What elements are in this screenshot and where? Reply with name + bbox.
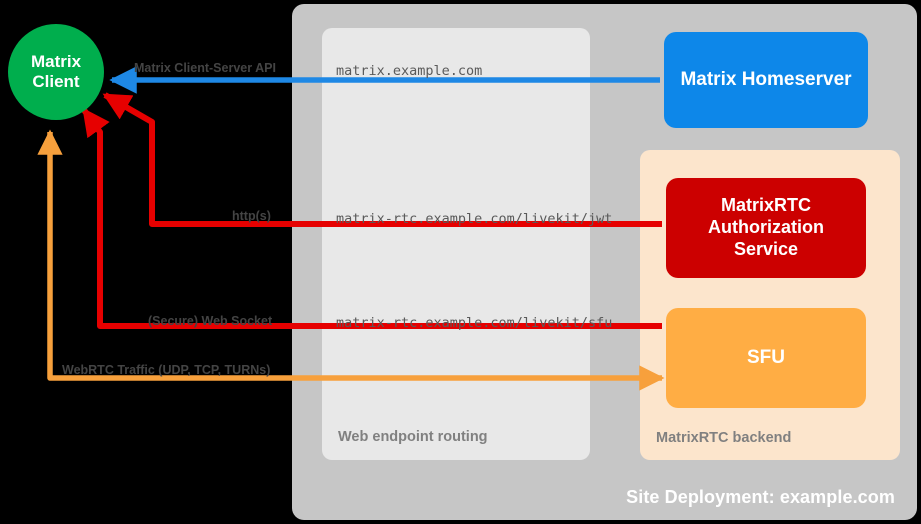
matrixrtc-backend-label: MatrixRTC backend [656, 430, 792, 446]
site-deployment-label: Site Deployment: example.com [626, 487, 895, 507]
webrtc-traffic-label: WebRTC Traffic (UDP, TCP, TURNs) [62, 363, 271, 377]
web-endpoint-routing-container: Web endpoint routing [322, 28, 590, 460]
matrix-client-label-line1: Matrix [30, 51, 82, 71]
matrix-client-node: Matrix Client [8, 24, 104, 120]
secure-web-socket-label: (Secure) Web Socket [148, 314, 273, 328]
web-endpoint-routing-label: Web endpoint routing [338, 429, 488, 445]
livekit-sfu-endpoint-url: matrix-rtc.example.com/livekit/sfu [336, 315, 613, 331]
matrix-homeserver-endpoint-url: matrix.example.com [336, 63, 483, 79]
matrix-homeserver-node: Matrix Homeserver [664, 32, 868, 128]
matrixrtc-authorization-service-node: MatrixRTC Authorization Service [666, 178, 866, 278]
sfu-node: SFU [666, 308, 866, 408]
sfu-label: SFU [747, 347, 785, 369]
matrixrtc-auth-service-label-line3: Service [733, 238, 799, 259]
livekit-jwt-endpoint-url: matrix-rtc.example.com/livekit/jwt [336, 211, 613, 227]
matrix-client-label-line2: Client [32, 72, 80, 91]
matrix-homeserver-label: Matrix Homeserver [680, 69, 852, 91]
matrixrtc-auth-service-label-line1: MatrixRTC [720, 195, 811, 216]
https-label: http(s) [232, 209, 271, 223]
matrixrtc-auth-service-label-line2: Authorization [708, 217, 824, 238]
matrix-client-server-api-label: Matrix Client-Server API [134, 61, 276, 75]
